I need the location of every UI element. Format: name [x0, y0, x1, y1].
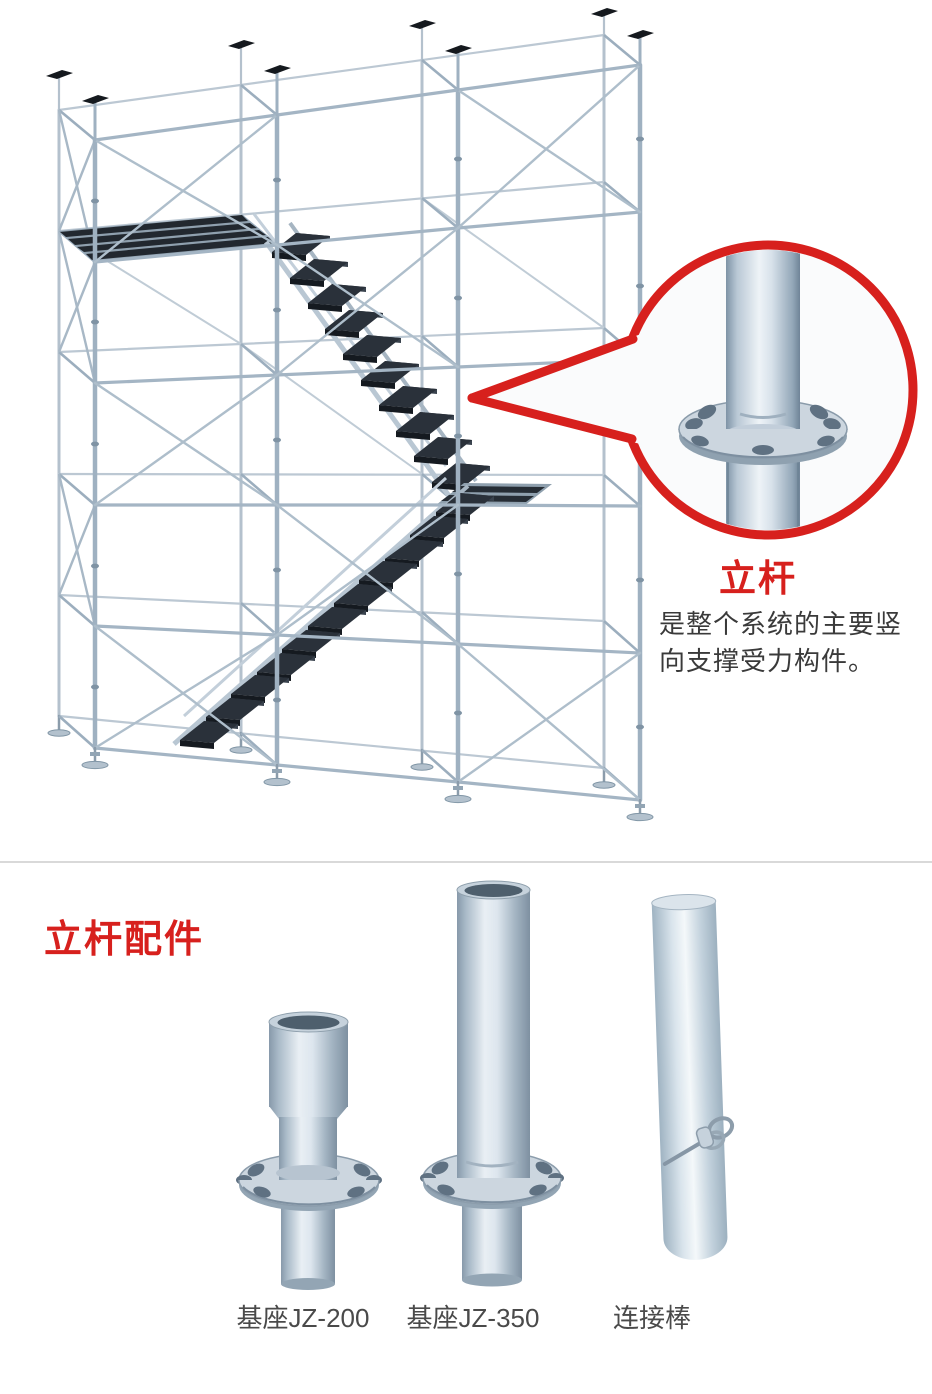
stair-flights	[172, 213, 552, 749]
top-plates-front	[82, 30, 654, 104]
product-label-jz350: 基座JZ-350	[406, 1303, 540, 1333]
base-jacks-front	[81, 746, 654, 822]
callout-title: 立杆	[719, 558, 797, 599]
accessories-heading: 立杆配件	[44, 919, 205, 961]
product-label-jz200: 基座JZ-200	[236, 1303, 370, 1333]
callout-description-line2: 向支撑受力构件。	[659, 646, 876, 676]
accessories-products	[236, 880, 735, 1290]
r-clip-pin	[662, 1116, 735, 1166]
base-jacks-back	[47, 714, 616, 789]
product-base-jz350	[420, 880, 564, 1287]
product-connecting-pin	[651, 894, 735, 1260]
callout-detail-standard-with-rosette	[678, 250, 848, 530]
section-divider	[0, 861, 932, 863]
scaffold-side-braces	[57, 109, 97, 627]
scaffold-illustration	[46, 8, 918, 822]
callout-pointer	[472, 326, 662, 450]
platform-deck	[59, 215, 277, 262]
top-plates-back	[46, 8, 618, 79]
callout-description: 是整个系统的主要竖 向支撑受力构件。	[659, 606, 919, 680]
callout-description-line1: 是整个系统的主要竖	[659, 609, 903, 639]
zoom-callout	[467, 240, 918, 540]
product-label-connecting-pin: 连接棒	[612, 1303, 691, 1333]
product-base-jz200	[236, 1011, 382, 1290]
scaffold-front-face	[81, 30, 654, 822]
